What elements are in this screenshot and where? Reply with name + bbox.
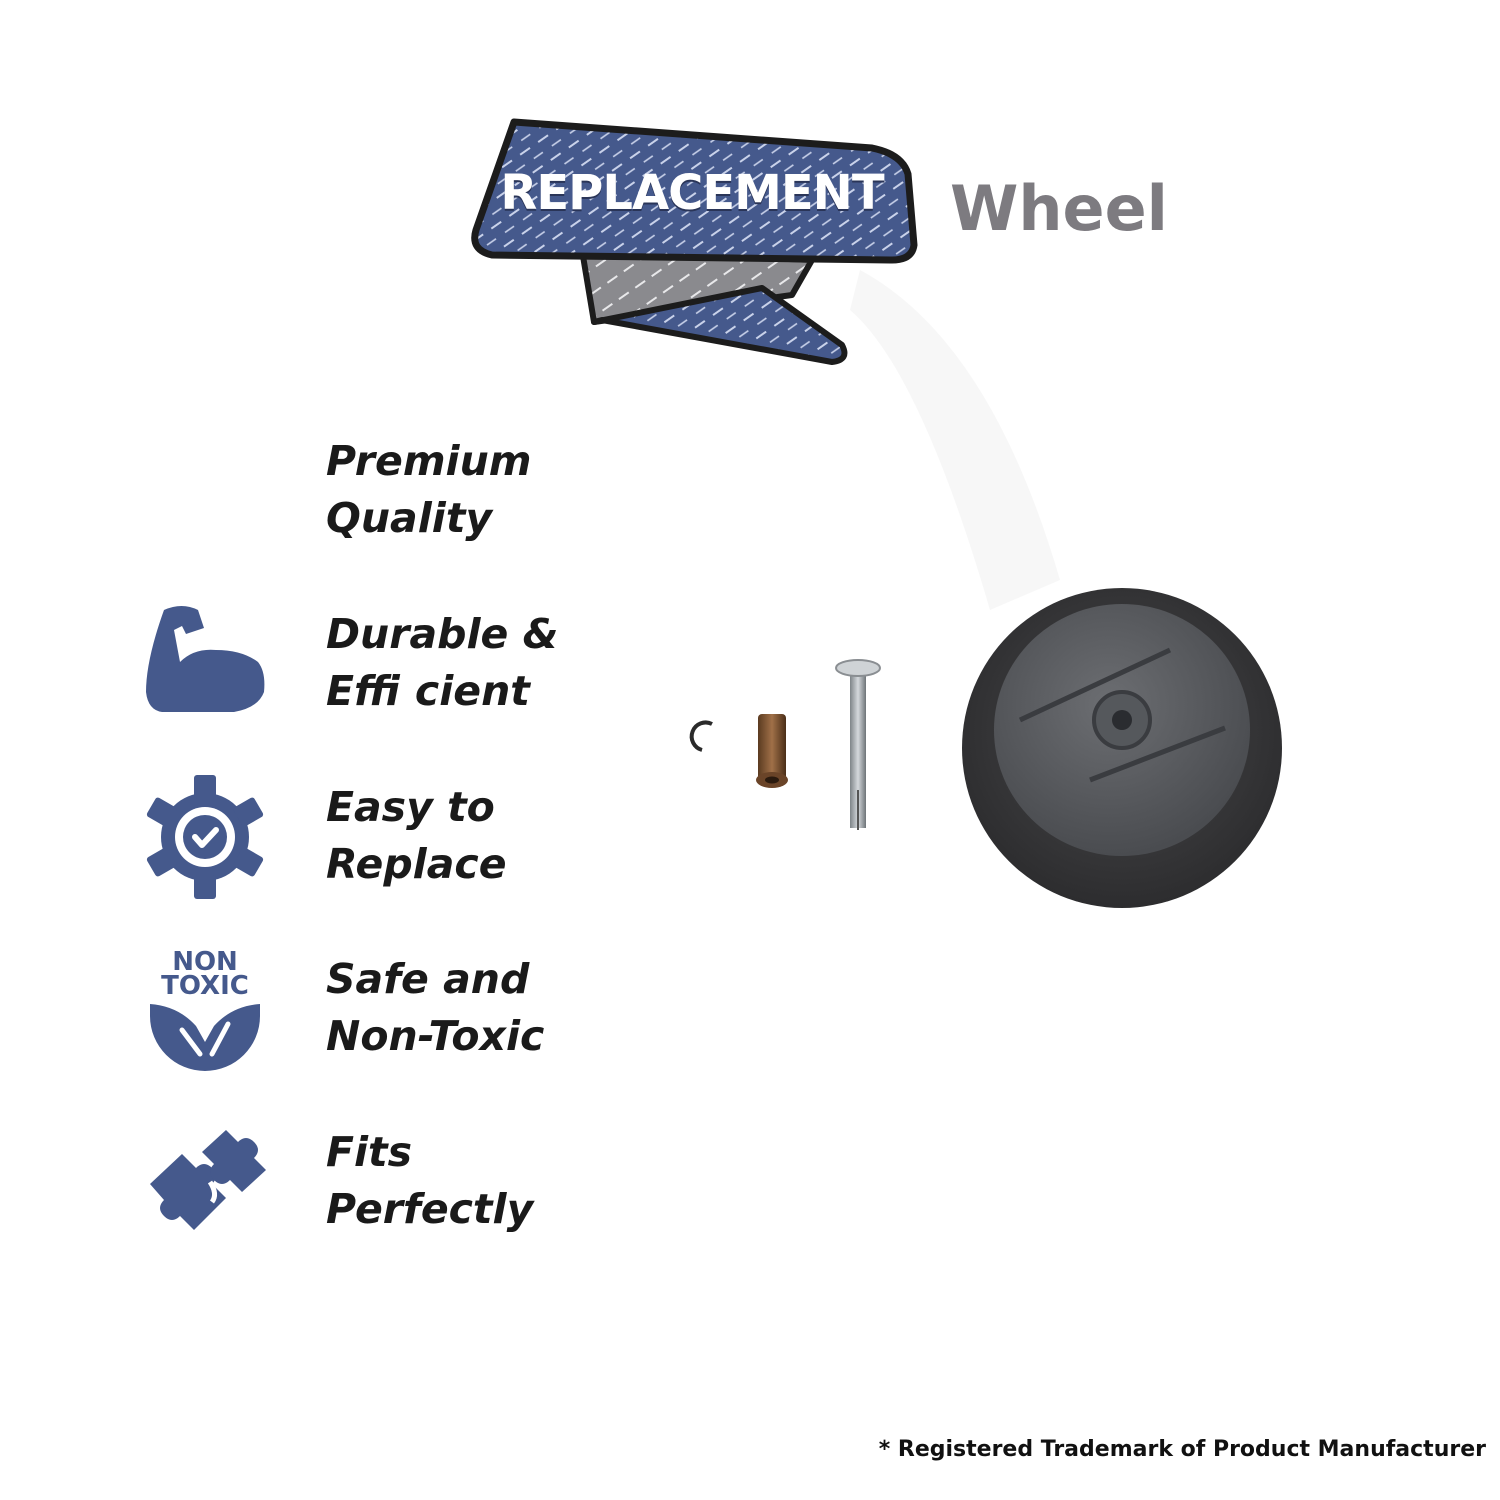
wheel-icon [962,588,1282,908]
puzzle-pieces-icon [150,1130,266,1230]
feature-line: Premium [326,437,532,485]
feature-fits-perfectly: Fits Perfectly [326,1124,626,1238]
feature-line: Easy to [326,783,495,831]
feature-premium-quality: Premium Quality [326,433,626,547]
feature-easy-to-replace: Easy to Replace [326,779,626,893]
non-toxic-badge-bottom: TOXIC [161,971,249,1001]
feature-line: Perfectly [326,1185,534,1233]
product-image [689,270,1282,908]
banner-title: REPLACEMENT [500,165,884,221]
product-subtitle: Wheel [950,172,1168,245]
flexed-arm-icon [146,606,265,712]
feature-line: Effi cient [326,667,530,715]
feature-line: Replace [326,840,507,888]
non-toxic-badge-top: NON [172,947,238,977]
gear-check-icon [146,775,264,899]
feature-durable-efficient: Durable & Effi cient [326,606,626,720]
trademark-footnote: * Registered Trademark of Product Manufa… [878,1437,1486,1462]
feature-line: Non-Toxic [326,1012,545,1060]
feature-line: Safe and [326,955,530,1003]
non-toxic-leaf-icon: NON TOXIC [150,947,260,1071]
feature-line: Quality [326,494,493,542]
bushing-icon [756,714,788,788]
e-clip-icon [689,720,713,752]
feature-line: Durable & [326,610,559,658]
banner-ribbon [471,118,918,365]
axle-pin-icon [835,659,881,830]
feature-line: Fits [326,1128,413,1176]
feature-safe-non-toxic: Safe and Non-Toxic [326,951,626,1065]
